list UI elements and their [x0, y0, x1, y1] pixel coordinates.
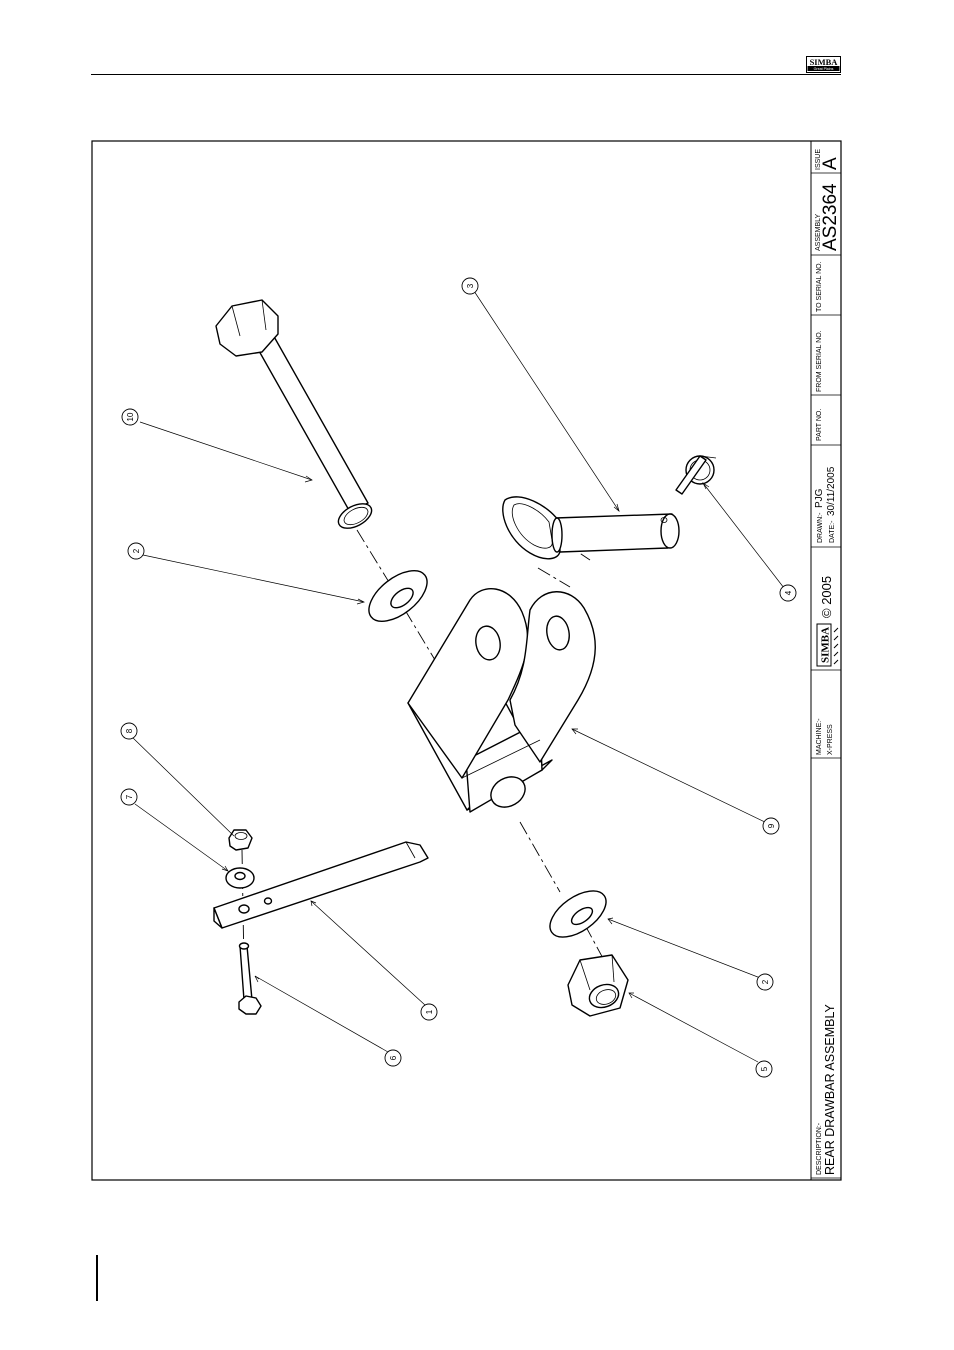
nut-part-5 [568, 955, 628, 1016]
washer-part-2-upper [360, 561, 436, 631]
balloon-1-text: 1 [425, 1009, 434, 1014]
balloon-2-lower-text: 2 [761, 979, 770, 984]
balloon-1: 1 [421, 1004, 437, 1020]
balloon-10-text: 10 [126, 412, 135, 421]
balloon-6: 6 [385, 1050, 401, 1066]
to-serial-label: TO SERIAL NO. [816, 261, 823, 312]
balloon-4-text: 4 [784, 590, 793, 595]
balloon-2-upper-text: 2 [132, 548, 141, 553]
balloon-7-text: 7 [125, 794, 134, 799]
balloon-10: 10 [122, 409, 138, 425]
washer-part-2-lower [542, 882, 614, 947]
small-washer-part-7 [226, 868, 254, 888]
issue-value: A [820, 157, 841, 170]
date-value: 30/11/2005 [826, 466, 837, 516]
balloon-8-text: 8 [125, 728, 134, 733]
linch-pin-part-4 [676, 456, 716, 494]
balloon-2-upper: 2 [128, 543, 144, 559]
balloon-3-text: 3 [466, 283, 475, 288]
clevis-part-9 [408, 589, 595, 813]
balloon-8: 8 [121, 723, 137, 739]
bolt-part-10 [216, 300, 376, 533]
date-label: DATE:- [829, 520, 836, 543]
pin-part-3 [503, 497, 679, 559]
machine-label: MACHINE:- [816, 718, 823, 755]
balloon-2-lower: 2 [757, 974, 773, 990]
balloon-3: 3 [462, 278, 478, 294]
copyright-text: © 2005 [819, 576, 834, 618]
from-serial-label: FROM SERIAL NO. [816, 330, 823, 392]
drawn-label: DRAWN:- [817, 512, 824, 543]
title-block-text: DESCRIPTION:- REAR DRAWBAR ASSEMBLY MACH… [814, 149, 841, 1175]
balloon-5-text: 5 [760, 1066, 769, 1071]
svg-text:SIMBA: SIMBA [820, 627, 832, 663]
drawn-value: PJG [814, 488, 825, 508]
description-value: REAR DRAWBAR ASSEMBLY [823, 1003, 837, 1175]
balloon-9: 9 [763, 818, 779, 834]
balloon-7: 7 [121, 789, 137, 805]
small-nut-part-8 [229, 830, 252, 850]
part-no-label: PART NO. [816, 409, 823, 441]
balloon-4: 4 [780, 585, 796, 601]
footer-margin-bar [96, 1255, 98, 1301]
balloon-5: 5 [756, 1061, 772, 1077]
balloon-6-text: 6 [389, 1055, 398, 1060]
assembly-value: AS2364 [820, 183, 841, 251]
machine-value: X-PRESS [827, 724, 834, 755]
description-label: DESCRIPTION:- [816, 1122, 823, 1175]
balloon-9-text: 9 [767, 823, 776, 828]
small-bolt-part-6 [239, 943, 261, 1014]
simba-copyright-logo: SIMBA [817, 624, 838, 666]
